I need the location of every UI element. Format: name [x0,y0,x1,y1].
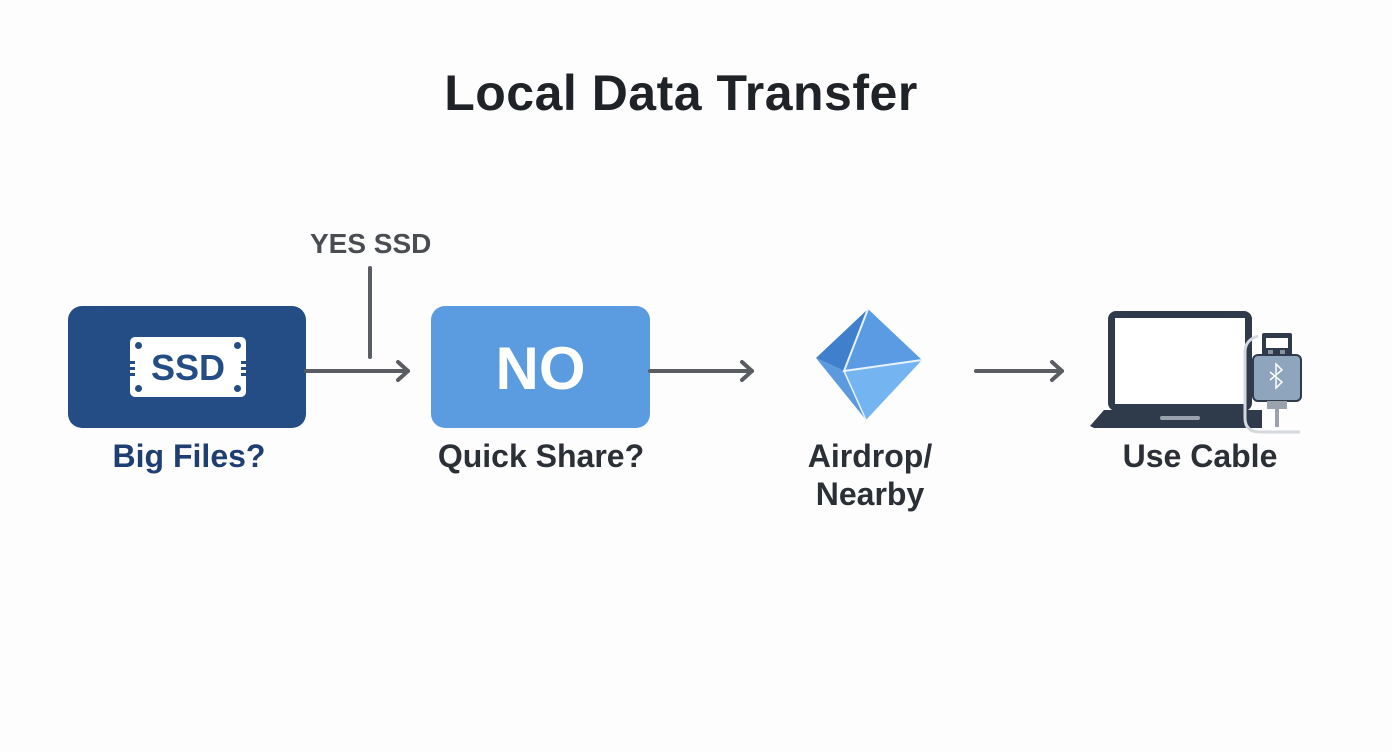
diagram-title: Local Data Transfer [444,65,918,121]
big-files-node: SSD [68,306,306,428]
airdrop-label-line1: Airdrop/ [807,438,933,474]
ssd-chip-icon: SSD [130,337,246,397]
quick-share-label: Quick Share? [437,438,645,474]
quick-share-node: NO [431,306,650,428]
airdrop-label-line2: Nearby [815,476,925,512]
usb-bluetooth-icon [1243,333,1302,434]
airdrop-label: Airdrop/ Nearby [770,437,970,513]
yes-ssd-label: YES SSD [310,228,432,259]
diamond-icon [816,308,923,421]
no-text: NO [495,335,586,402]
big-files-label: Big Files? [112,438,266,474]
use-cable-label: Use Cable [1122,438,1278,474]
laptop-icon [1090,311,1262,428]
ssd-text: SSD [150,347,226,388]
